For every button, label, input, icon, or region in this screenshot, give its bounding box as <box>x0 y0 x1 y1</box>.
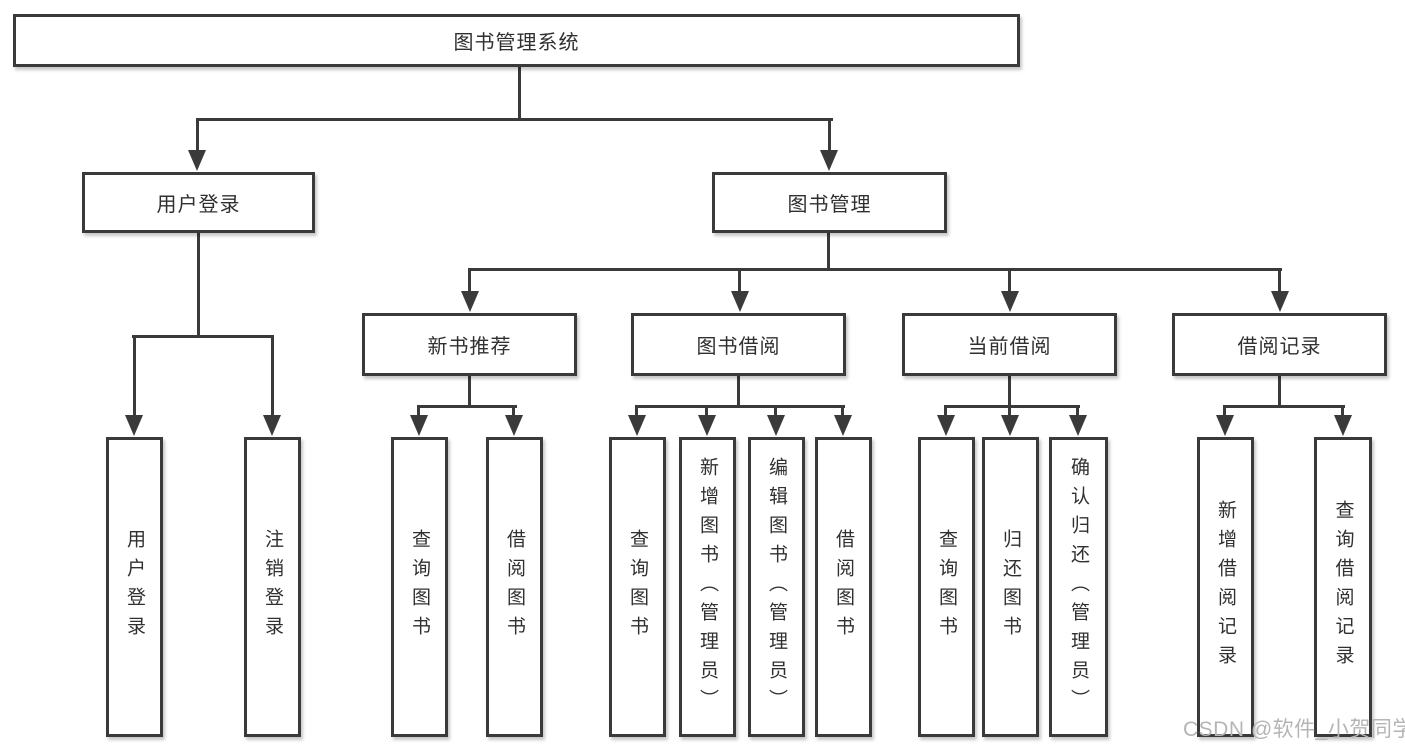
connector-line <box>468 375 471 407</box>
node-current-borrow: 当前借阅 <box>902 313 1117 376</box>
leaf-label: 新增借阅记录 <box>1215 500 1236 674</box>
connector-line <box>1223 408 1226 418</box>
leaf-borrow-book-1: 借阅图书 <box>486 437 543 737</box>
arrowhead-down-icon <box>1334 415 1352 436</box>
connector-line <box>1008 408 1011 418</box>
arrowhead-down-icon <box>731 291 749 312</box>
node-borrow-records: 借阅记录 <box>1172 313 1387 376</box>
arrowhead-down-icon <box>937 415 955 436</box>
leaf-add-borrow-record: 新增借阅记录 <box>1197 437 1254 737</box>
leaf-label: 查询借阅记录 <box>1332 500 1354 674</box>
connector-line <box>944 408 947 418</box>
arrowhead-down-icon <box>1271 291 1289 312</box>
arrowhead-down-icon <box>125 415 143 436</box>
node-root-title: 图书管理系统 <box>13 14 1020 67</box>
connector-line <box>1008 375 1011 407</box>
leaf-logout: 注销登录 <box>244 437 301 737</box>
connector-line <box>944 405 1080 408</box>
leaf-label: 编辑图书（管理员） <box>766 456 787 718</box>
leaf-user-login: 用户登录 <box>106 437 163 737</box>
arrowhead-down-icon <box>1069 415 1087 436</box>
arrowhead-down-icon <box>263 415 281 436</box>
connector-line <box>827 233 830 270</box>
leaf-label: 注销登录 <box>262 529 283 645</box>
connector-line <box>512 408 515 418</box>
connector-line <box>196 121 199 153</box>
arrowhead-down-icon <box>834 415 852 436</box>
connector-line <box>271 338 274 418</box>
leaf-query-book-2: 查询图书 <box>609 437 666 737</box>
leaf-confirm-return-admin: 确认归还（管理员） <box>1049 437 1108 737</box>
connector-line <box>1278 375 1281 407</box>
arrowhead-down-icon <box>1001 415 1019 436</box>
connector-line <box>132 335 274 338</box>
leaf-label: 新增图书（管理员） <box>697 456 718 718</box>
connector-line <box>1076 408 1079 418</box>
leaf-return-book: 归还图书 <box>982 437 1039 737</box>
leaf-label: 借阅图书 <box>833 529 854 645</box>
arrowhead-down-icon <box>820 150 838 171</box>
connector-line <box>518 67 521 121</box>
connector-line <box>468 268 1282 271</box>
leaf-label: 查询图书 <box>936 529 957 645</box>
connector-line <box>417 408 420 418</box>
leaf-query-borrow-record: 查询借阅记录 <box>1314 437 1372 737</box>
node-new-book-recommend: 新书推荐 <box>362 313 577 376</box>
connector-line <box>738 271 741 294</box>
connector-line <box>737 375 740 407</box>
connector-line <box>1278 271 1281 294</box>
leaf-add-book-admin: 新增图书（管理员） <box>679 437 736 737</box>
arrowhead-down-icon <box>461 291 479 312</box>
connector-line <box>133 338 136 418</box>
leaf-label: 用户登录 <box>124 529 145 645</box>
csdn-watermark: CSDN @软件_小贺同学 <box>1183 718 1405 741</box>
connector-line <box>197 233 200 337</box>
leaf-query-book-3: 查询图书 <box>918 437 975 737</box>
connector-line <box>828 121 831 153</box>
leaf-borrow-book-2: 借阅图书 <box>815 437 872 737</box>
connector-line <box>635 405 845 408</box>
connector-line <box>774 408 777 418</box>
connector-line <box>468 271 471 294</box>
arrowhead-down-icon <box>1216 415 1234 436</box>
connector-line <box>1008 271 1011 294</box>
arrowhead-down-icon <box>505 415 523 436</box>
connector-line <box>705 408 708 418</box>
connector-line <box>1341 408 1344 418</box>
arrowhead-down-icon <box>410 415 428 436</box>
leaf-label: 确认归还（管理员） <box>1068 456 1089 718</box>
leaf-edit-book-admin: 编辑图书（管理员） <box>748 437 805 737</box>
node-book-borrow: 图书借阅 <box>631 313 846 376</box>
node-book-management: 图书管理 <box>712 172 947 233</box>
arrowhead-down-icon <box>628 415 646 436</box>
connector-line <box>196 118 833 121</box>
leaf-query-book-1: 查询图书 <box>391 437 448 737</box>
node-user-login: 用户登录 <box>82 172 315 233</box>
connector-line <box>1223 405 1345 408</box>
leaf-label: 查询图书 <box>627 529 648 645</box>
connector-line <box>841 408 844 418</box>
connector-line <box>635 408 638 418</box>
arrowhead-down-icon <box>698 415 716 436</box>
arrowhead-down-icon <box>188 150 206 171</box>
leaf-label: 查询图书 <box>409 529 430 645</box>
leaf-label: 借阅图书 <box>504 529 525 645</box>
arrowhead-down-icon <box>1001 291 1019 312</box>
arrowhead-down-icon <box>767 415 785 436</box>
connector-line <box>417 405 517 408</box>
leaf-label: 归还图书 <box>1000 529 1021 645</box>
